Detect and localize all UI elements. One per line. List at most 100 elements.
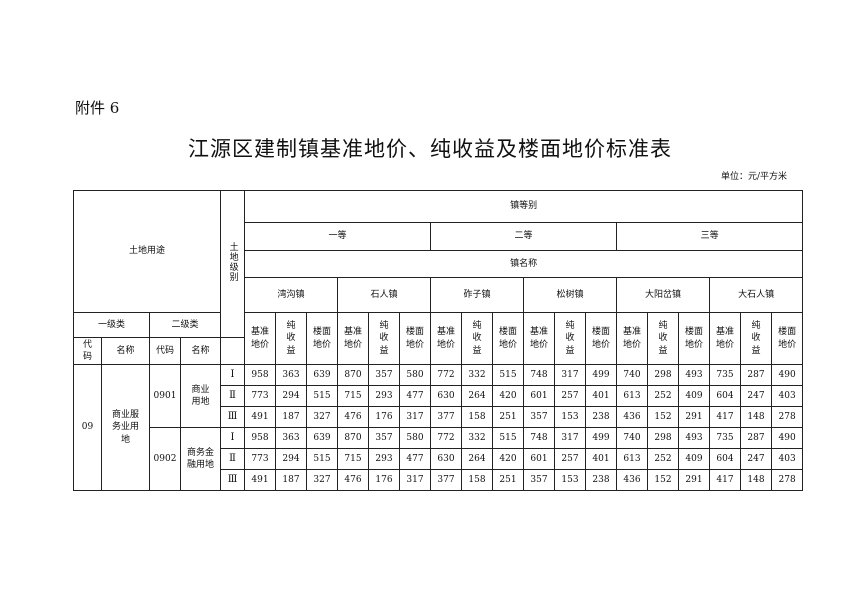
header-town-class: 镇等别 bbox=[244, 190, 804, 223]
level2-code: 0901 bbox=[149, 364, 181, 428]
metric-header: 基准地价 bbox=[244, 312, 277, 365]
value-cell: 772 bbox=[430, 364, 463, 386]
attachment-label: 附件 6 bbox=[75, 99, 120, 117]
value-cell: 251 bbox=[492, 406, 525, 428]
level2-name: 商业用地 bbox=[179, 364, 222, 428]
value-cell: 748 bbox=[523, 427, 556, 449]
value-cell: 491 bbox=[244, 469, 277, 491]
value-cell: 187 bbox=[275, 469, 308, 491]
town-name: 石人镇 bbox=[337, 277, 432, 313]
value-cell: 409 bbox=[678, 448, 711, 470]
value-cell: 152 bbox=[647, 406, 680, 428]
metric-header: 纯收益 bbox=[461, 312, 494, 365]
value-cell: 409 bbox=[678, 385, 711, 407]
value-cell: 499 bbox=[585, 427, 618, 449]
value-cell: 601 bbox=[523, 448, 556, 470]
value-cell: 247 bbox=[740, 385, 773, 407]
value-cell: 278 bbox=[771, 406, 804, 428]
value-cell: 176 bbox=[368, 406, 401, 428]
value-cell: 298 bbox=[647, 427, 680, 449]
value-cell: 604 bbox=[709, 385, 742, 407]
header-level2: 二级类 bbox=[148, 312, 222, 338]
value-cell: 870 bbox=[337, 427, 370, 449]
metric-header: 纯收益 bbox=[740, 312, 773, 365]
header-grade-2: 二等 bbox=[430, 222, 618, 251]
metric-header: 楼面地价 bbox=[399, 312, 432, 365]
header-town-name: 镇名称 bbox=[244, 250, 804, 278]
value-cell: 773 bbox=[244, 448, 277, 470]
value-cell: 294 bbox=[275, 448, 308, 470]
value-cell: 601 bbox=[523, 385, 556, 407]
value-cell: 257 bbox=[554, 385, 587, 407]
value-cell: 772 bbox=[430, 427, 463, 449]
value-cell: 417 bbox=[709, 469, 742, 491]
value-cell: 493 bbox=[678, 427, 711, 449]
town-name: 大石人镇 bbox=[709, 277, 804, 313]
value-cell: 251 bbox=[492, 469, 525, 491]
value-cell: 748 bbox=[523, 364, 556, 386]
metric-header: 基准地价 bbox=[430, 312, 463, 365]
level1-name: 商业服务业用地 bbox=[101, 364, 150, 491]
level1-code: 09 bbox=[73, 364, 102, 491]
value-cell: 238 bbox=[585, 406, 618, 428]
value-cell: 287 bbox=[740, 427, 773, 449]
value-cell: 377 bbox=[430, 406, 463, 428]
metric-header: 基准地价 bbox=[337, 312, 370, 365]
metric-header: 基准地价 bbox=[523, 312, 556, 365]
metric-header: 纯收益 bbox=[647, 312, 680, 365]
value-cell: 238 bbox=[585, 469, 618, 491]
value-cell: 958 bbox=[244, 427, 277, 449]
value-cell: 327 bbox=[306, 406, 339, 428]
value-cell: 327 bbox=[306, 469, 339, 491]
value-cell: 401 bbox=[585, 385, 618, 407]
value-cell: 293 bbox=[368, 448, 401, 470]
town-name: 大阳岔镇 bbox=[616, 277, 711, 313]
grade-cell: Ⅰ bbox=[220, 427, 246, 449]
value-cell: 420 bbox=[492, 448, 525, 470]
value-cell: 715 bbox=[337, 448, 370, 470]
value-cell: 735 bbox=[709, 364, 742, 386]
value-cell: 420 bbox=[492, 385, 525, 407]
value-cell: 477 bbox=[399, 448, 432, 470]
value-cell: 490 bbox=[771, 364, 804, 386]
grade-cell: Ⅱ bbox=[220, 385, 246, 407]
value-cell: 153 bbox=[554, 469, 587, 491]
metric-header: 基准地价 bbox=[616, 312, 649, 365]
value-cell: 580 bbox=[399, 427, 432, 449]
value-cell: 257 bbox=[554, 448, 587, 470]
value-cell: 639 bbox=[306, 427, 339, 449]
value-cell: 293 bbox=[368, 385, 401, 407]
value-cell: 630 bbox=[430, 385, 463, 407]
page-title: 江源区建制镇基准地价、纯收益及楼面地价标准表 bbox=[188, 137, 672, 161]
value-cell: 436 bbox=[616, 469, 649, 491]
value-cell: 436 bbox=[616, 406, 649, 428]
metric-header: 楼面地价 bbox=[585, 312, 618, 365]
header-level1: 一级类 bbox=[73, 312, 150, 338]
value-cell: 264 bbox=[461, 385, 494, 407]
value-cell: 773 bbox=[244, 385, 277, 407]
value-cell: 317 bbox=[399, 406, 432, 428]
value-cell: 499 bbox=[585, 364, 618, 386]
value-cell: 247 bbox=[740, 448, 773, 470]
value-cell: 152 bbox=[647, 469, 680, 491]
value-cell: 298 bbox=[647, 364, 680, 386]
metric-header: 纯收益 bbox=[275, 312, 308, 365]
metric-header: 纯收益 bbox=[368, 312, 401, 365]
header-code: 代码 bbox=[149, 337, 181, 365]
value-cell: 613 bbox=[616, 385, 649, 407]
grade-cell: Ⅰ bbox=[220, 364, 246, 386]
header-code: 代码 bbox=[73, 337, 102, 365]
value-cell: 363 bbox=[275, 427, 308, 449]
value-cell: 363 bbox=[275, 364, 308, 386]
value-cell: 740 bbox=[616, 427, 649, 449]
value-cell: 580 bbox=[399, 364, 432, 386]
level2-name: 商务金融用地 bbox=[179, 427, 222, 491]
value-cell: 176 bbox=[368, 469, 401, 491]
value-cell: 515 bbox=[306, 448, 339, 470]
town-name: 砟子镇 bbox=[430, 277, 525, 313]
value-cell: 252 bbox=[647, 448, 680, 470]
value-cell: 417 bbox=[709, 406, 742, 428]
land-price-table: 土地用途 土地级别 镇等别 一等 二等 三等 镇名称 湾沟镇 石人镇 砟子镇 松… bbox=[72, 190, 804, 491]
value-cell: 493 bbox=[678, 364, 711, 386]
value-cell: 294 bbox=[275, 385, 308, 407]
